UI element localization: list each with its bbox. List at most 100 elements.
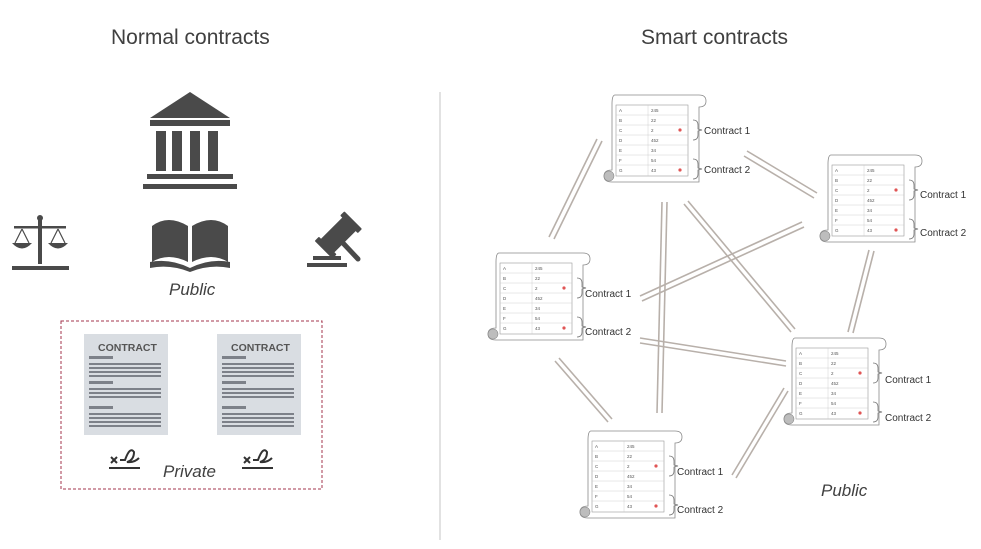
link-line [639,337,787,362]
svg-text:54: 54 [867,218,873,223]
smart-contracts-title: Smart contracts [641,26,789,49]
svg-text:D: D [503,296,507,301]
svg-text:43: 43 [831,411,837,416]
contract-1-label: Contract 1 [885,375,932,386]
svg-text:54: 54 [627,494,633,499]
svg-text:43: 43 [627,504,633,509]
link-line [683,203,792,333]
svg-text:G: G [835,228,839,233]
public-label-right: Public [821,481,868,500]
svg-text:245: 245 [627,444,635,449]
private-box [60,320,323,490]
link-line [687,200,796,330]
svg-text:F: F [835,218,838,223]
svg-text:2: 2 [867,188,870,193]
svg-text:54: 54 [535,316,541,321]
contract-2-label: Contract 2 [704,165,751,176]
svg-text:43: 43 [867,228,873,233]
svg-text:452: 452 [867,198,875,203]
public-label-left: Public [169,280,216,299]
svg-text:2: 2 [651,128,654,133]
svg-text:452: 452 [831,381,839,386]
document-label: CONTRACT [231,342,290,354]
svg-text:C: C [595,464,599,469]
svg-text:G: G [595,504,599,509]
svg-text:G: G [799,411,803,416]
signature-icon [109,449,140,469]
svg-text:E: E [835,208,838,213]
normal-contracts-title: Normal contracts [111,26,270,49]
svg-text:22: 22 [651,118,657,123]
svg-text:C: C [835,188,839,193]
svg-text:245: 245 [867,168,875,173]
svg-text:43: 43 [651,168,657,173]
svg-text:F: F [619,158,622,163]
svg-text:E: E [799,391,802,396]
svg-text:34: 34 [831,391,837,396]
link-line [735,390,789,479]
svg-text:B: B [595,454,598,459]
svg-text:245: 245 [535,266,543,271]
link-line [548,138,598,238]
svg-text:A: A [799,351,802,356]
svg-text:43: 43 [535,326,541,331]
svg-text:D: D [799,381,803,386]
contract-document: CONTRACT [217,334,301,435]
svg-text:C: C [799,371,803,376]
svg-text:E: E [503,306,506,311]
link-line [639,221,803,297]
link-line [641,226,805,302]
svg-text:2: 2 [535,286,538,291]
svg-text:452: 452 [651,138,659,143]
link-line [554,360,609,423]
link-line [743,155,815,199]
svg-text:C: C [619,128,623,133]
contract-2-label: Contract 2 [885,413,932,424]
svg-text:E: E [595,484,598,489]
link-line [661,201,668,414]
network-links [548,138,875,479]
svg-text:B: B [835,178,838,183]
contract-1-label: Contract 1 [920,190,967,201]
svg-text:34: 34 [867,208,873,213]
svg-text:22: 22 [535,276,541,281]
link-line [847,249,870,333]
contract-2-label: Contract 2 [585,327,632,338]
svg-text:34: 34 [627,484,633,489]
link-line [852,250,875,334]
svg-text:22: 22 [867,178,873,183]
svg-text:D: D [835,198,839,203]
contract-2-label: Contract 2 [920,228,967,239]
svg-text:2: 2 [627,464,630,469]
svg-text:B: B [503,276,506,281]
svg-text:A: A [835,168,838,173]
link-line [746,150,818,194]
svg-text:54: 54 [831,401,837,406]
contract-2-label: Contract 2 [677,505,724,516]
link-line [558,357,613,420]
svg-text:54: 54 [651,158,657,163]
svg-text:G: G [619,168,623,173]
svg-text:452: 452 [535,296,543,301]
svg-text:245: 245 [831,351,839,356]
svg-text:B: B [799,361,802,366]
contract-1-label: Contract 1 [677,467,724,478]
link-line [553,140,603,240]
link-line [639,342,787,367]
link-line [656,201,663,414]
svg-text:245: 245 [651,108,659,113]
svg-text:2: 2 [831,371,834,376]
svg-text:A: A [619,108,622,113]
contract-1-label: Contract 1 [704,126,751,137]
svg-text:22: 22 [831,361,837,366]
svg-text:452: 452 [627,474,635,479]
contract-document: CONTRACT [84,334,168,435]
book-icon [150,220,230,272]
svg-text:A: A [595,444,598,449]
